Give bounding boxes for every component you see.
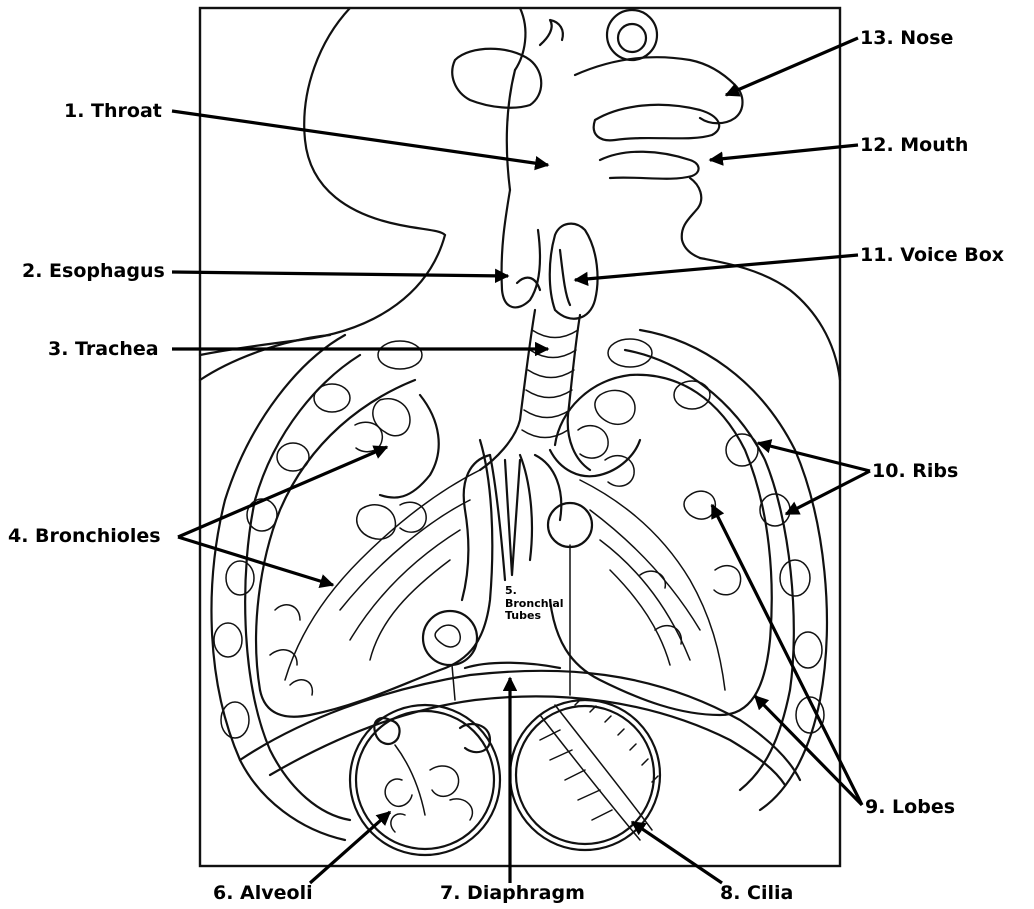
label-lobes: 9. Lobes [865, 798, 955, 817]
label-bronchial-number: 5. [505, 585, 517, 597]
label-voice-box: 11. Voice Box [860, 246, 1004, 265]
label-esophagus: 2. Esophagus [22, 262, 165, 281]
label-nose: 13. Nose [860, 29, 953, 48]
torso-outline [200, 335, 330, 380]
label-mouth: 12. Mouth [860, 136, 968, 155]
cilia-zoom-circle [510, 503, 660, 850]
label-diaphragm: 7. Diaphragm [440, 884, 585, 903]
label-bronchial-tubes: Bronchial Tubes [505, 598, 564, 621]
label-trachea: 3. Trachea [48, 340, 159, 359]
diaphragm-band [240, 671, 800, 780]
label-throat: 1. Throat [64, 102, 162, 121]
bronchial-tubes-shape [462, 455, 561, 600]
label-bronchioles: 4. Bronchioles [8, 527, 161, 546]
head-outline [200, 8, 840, 380]
label-cilia: 8. Cilia [720, 884, 793, 903]
alveoli-zoom-circle [350, 705, 500, 855]
label-alveoli: 6. Alveoli [213, 884, 313, 903]
left-lung [256, 380, 492, 717]
label-ribs: 10. Ribs [872, 462, 958, 481]
right-lung [550, 375, 772, 715]
bronchiole-zoom [423, 611, 477, 700]
